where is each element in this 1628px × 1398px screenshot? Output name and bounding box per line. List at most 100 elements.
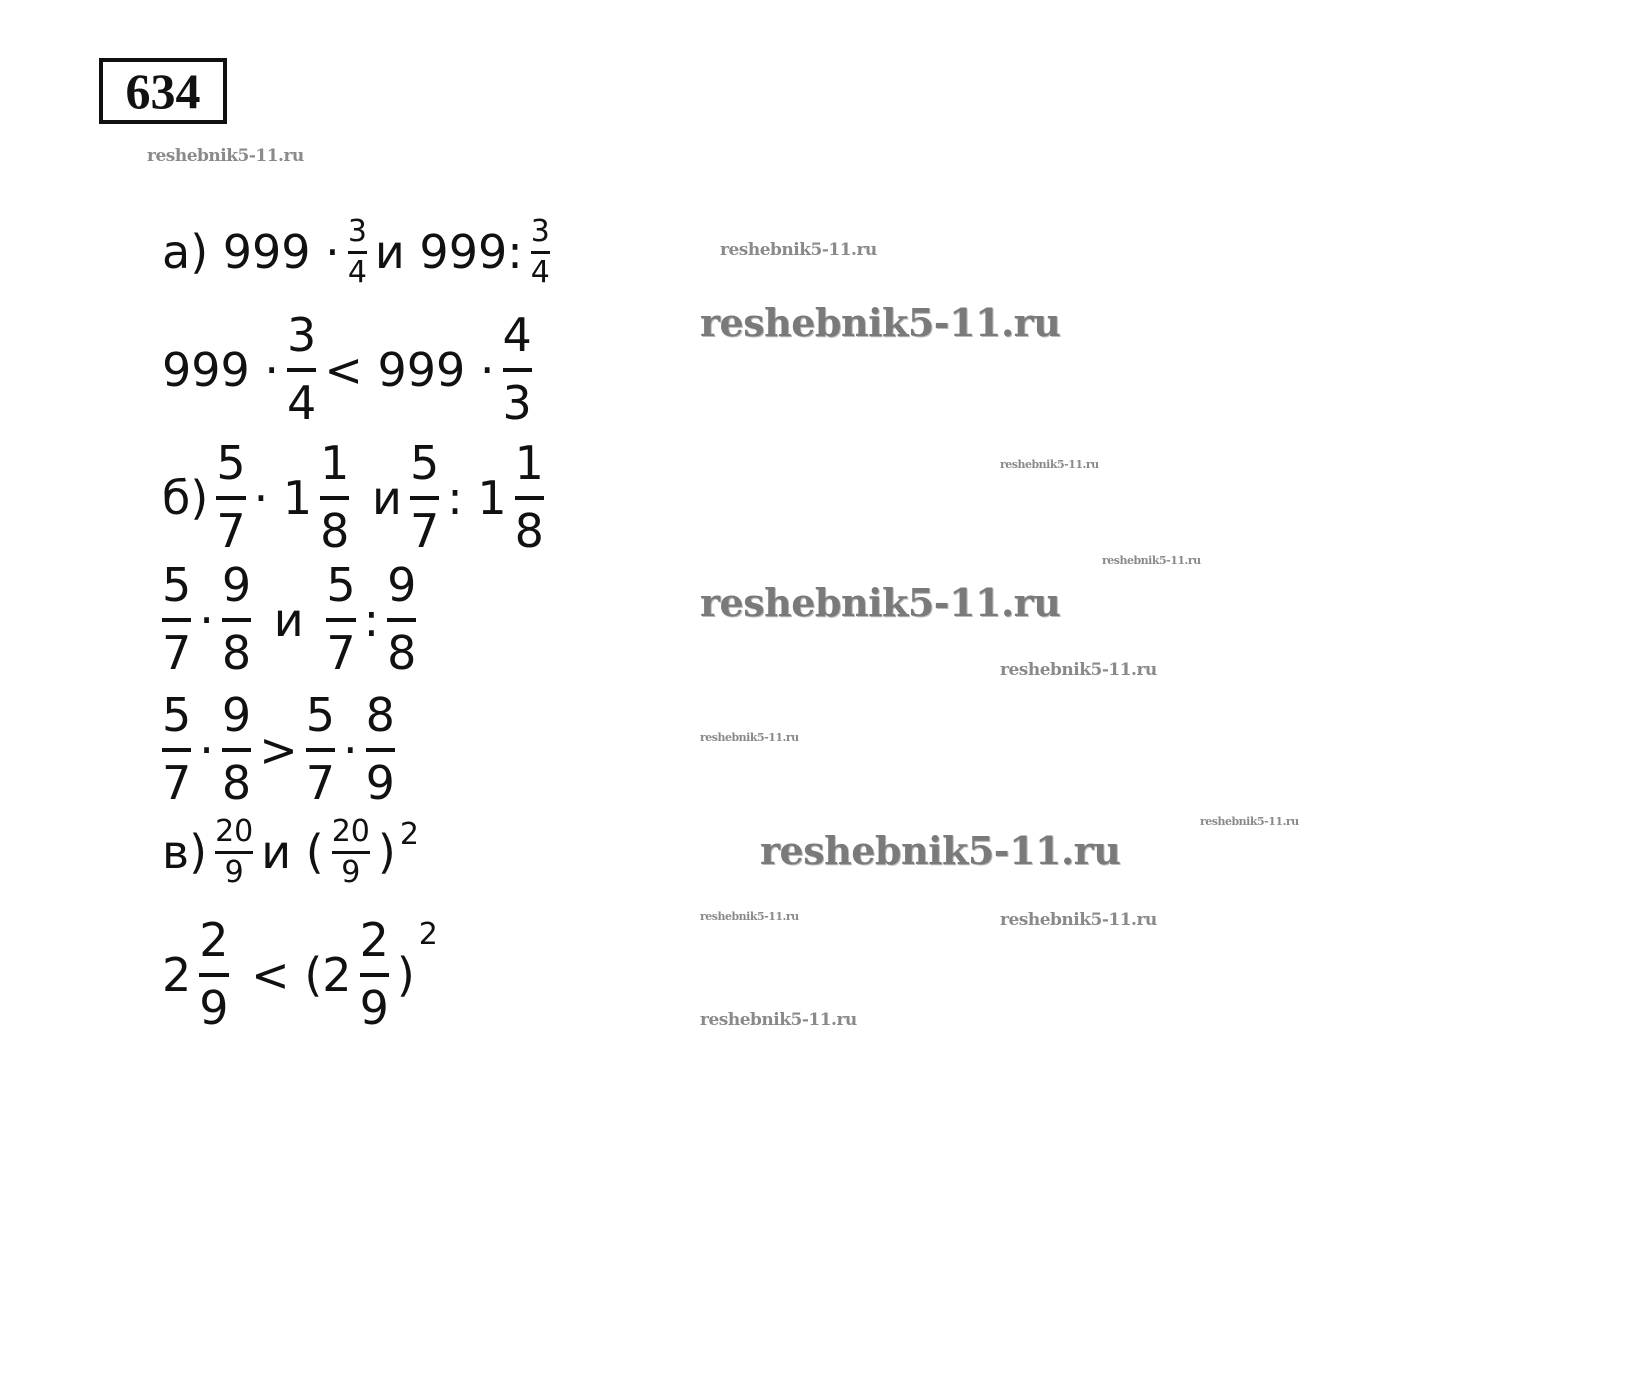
denominator: 7 [162,755,192,810]
math-text: и [357,470,402,525]
math-text: и 999: [374,225,523,280]
math-text: в) [162,825,208,880]
denominator: 8 [221,625,252,680]
fraction-bar [502,367,532,372]
numerator: 5 [162,688,192,742]
math-text: ) [377,825,396,880]
math-text: · [343,722,358,777]
numerator: 2 [359,913,389,967]
math-text: б) [162,470,209,525]
numerator: 20 [331,814,370,849]
watermark: reshebnik5-11.ru [1200,815,1299,828]
math-text: и ( [261,825,324,880]
denominator: 3 [502,375,532,430]
math-text: 2 [162,947,192,1002]
fraction-bar [287,367,317,372]
numerator: 1 [514,436,544,490]
watermark: reshebnik5-11.ru [700,300,1061,345]
numerator: 2 [199,913,229,967]
watermark: reshebnik5-11.ru [1000,458,1099,471]
denominator: 4 [347,254,367,290]
numerator: 20 [215,814,254,849]
watermark: reshebnik5-11.ru [1000,660,1157,680]
fraction-bar [216,495,246,500]
math-text: : [363,592,380,647]
fraction-bar [221,747,252,752]
denominator: 8 [387,625,417,680]
watermark: reshebnik5-11.ru [700,580,1061,625]
numerator: 5 [305,688,336,742]
numerator: 9 [221,558,252,612]
denominator: 8 [221,755,252,810]
denominator: 4 [530,254,550,290]
math-text: ) [396,947,415,1002]
math-text: · [199,722,214,777]
watermark: reshebnik5-11.ru [1000,910,1157,930]
denominator: 9 [341,854,361,890]
numerator: 4 [502,308,532,362]
numerator: 5 [409,436,440,490]
fraction-bar [320,495,350,500]
denominator: 7 [326,625,356,680]
fraction-bar [221,617,252,622]
watermark: reshebnik5-11.ru [1102,554,1201,567]
denominator: 9 [199,980,229,1035]
fraction-bar [365,747,395,752]
numerator: 5 [216,436,246,490]
watermark: reshebnik5-11.ru [760,828,1121,873]
denominator: 7 [409,503,440,558]
watermark: reshebnik5-11.ru [700,910,799,923]
denominator: 7 [216,503,246,558]
math-text: < (2 [236,947,352,1002]
numerator: 9 [387,558,417,612]
math-text: < 999 · [324,342,495,397]
denominator: 8 [320,503,350,558]
numerator: 3 [530,214,550,249]
fraction-bar [162,617,192,622]
math-text: : 1 [447,470,507,525]
fraction-bar [162,747,192,752]
fraction-bar [305,747,336,752]
fraction-bar [326,617,356,622]
fraction-bar [347,250,367,254]
fraction-bar [387,617,417,622]
math-text: а) 999 · [162,225,340,280]
denominator: 8 [514,503,544,558]
fraction-bar [514,495,544,500]
watermark: reshebnik5-11.ru [147,146,304,166]
denominator: 7 [162,625,192,680]
watermark: reshebnik5-11.ru [720,240,877,260]
denominator: 9 [365,755,395,810]
denominator: 9 [359,980,389,1035]
denominator: 9 [224,854,244,890]
fraction-bar [530,250,550,254]
numerator: 3 [347,214,367,249]
numerator: 3 [287,308,317,362]
numerator: 5 [326,558,356,612]
fraction-bar [215,850,254,854]
math-text: > [259,722,298,777]
fraction-bar [331,850,370,854]
